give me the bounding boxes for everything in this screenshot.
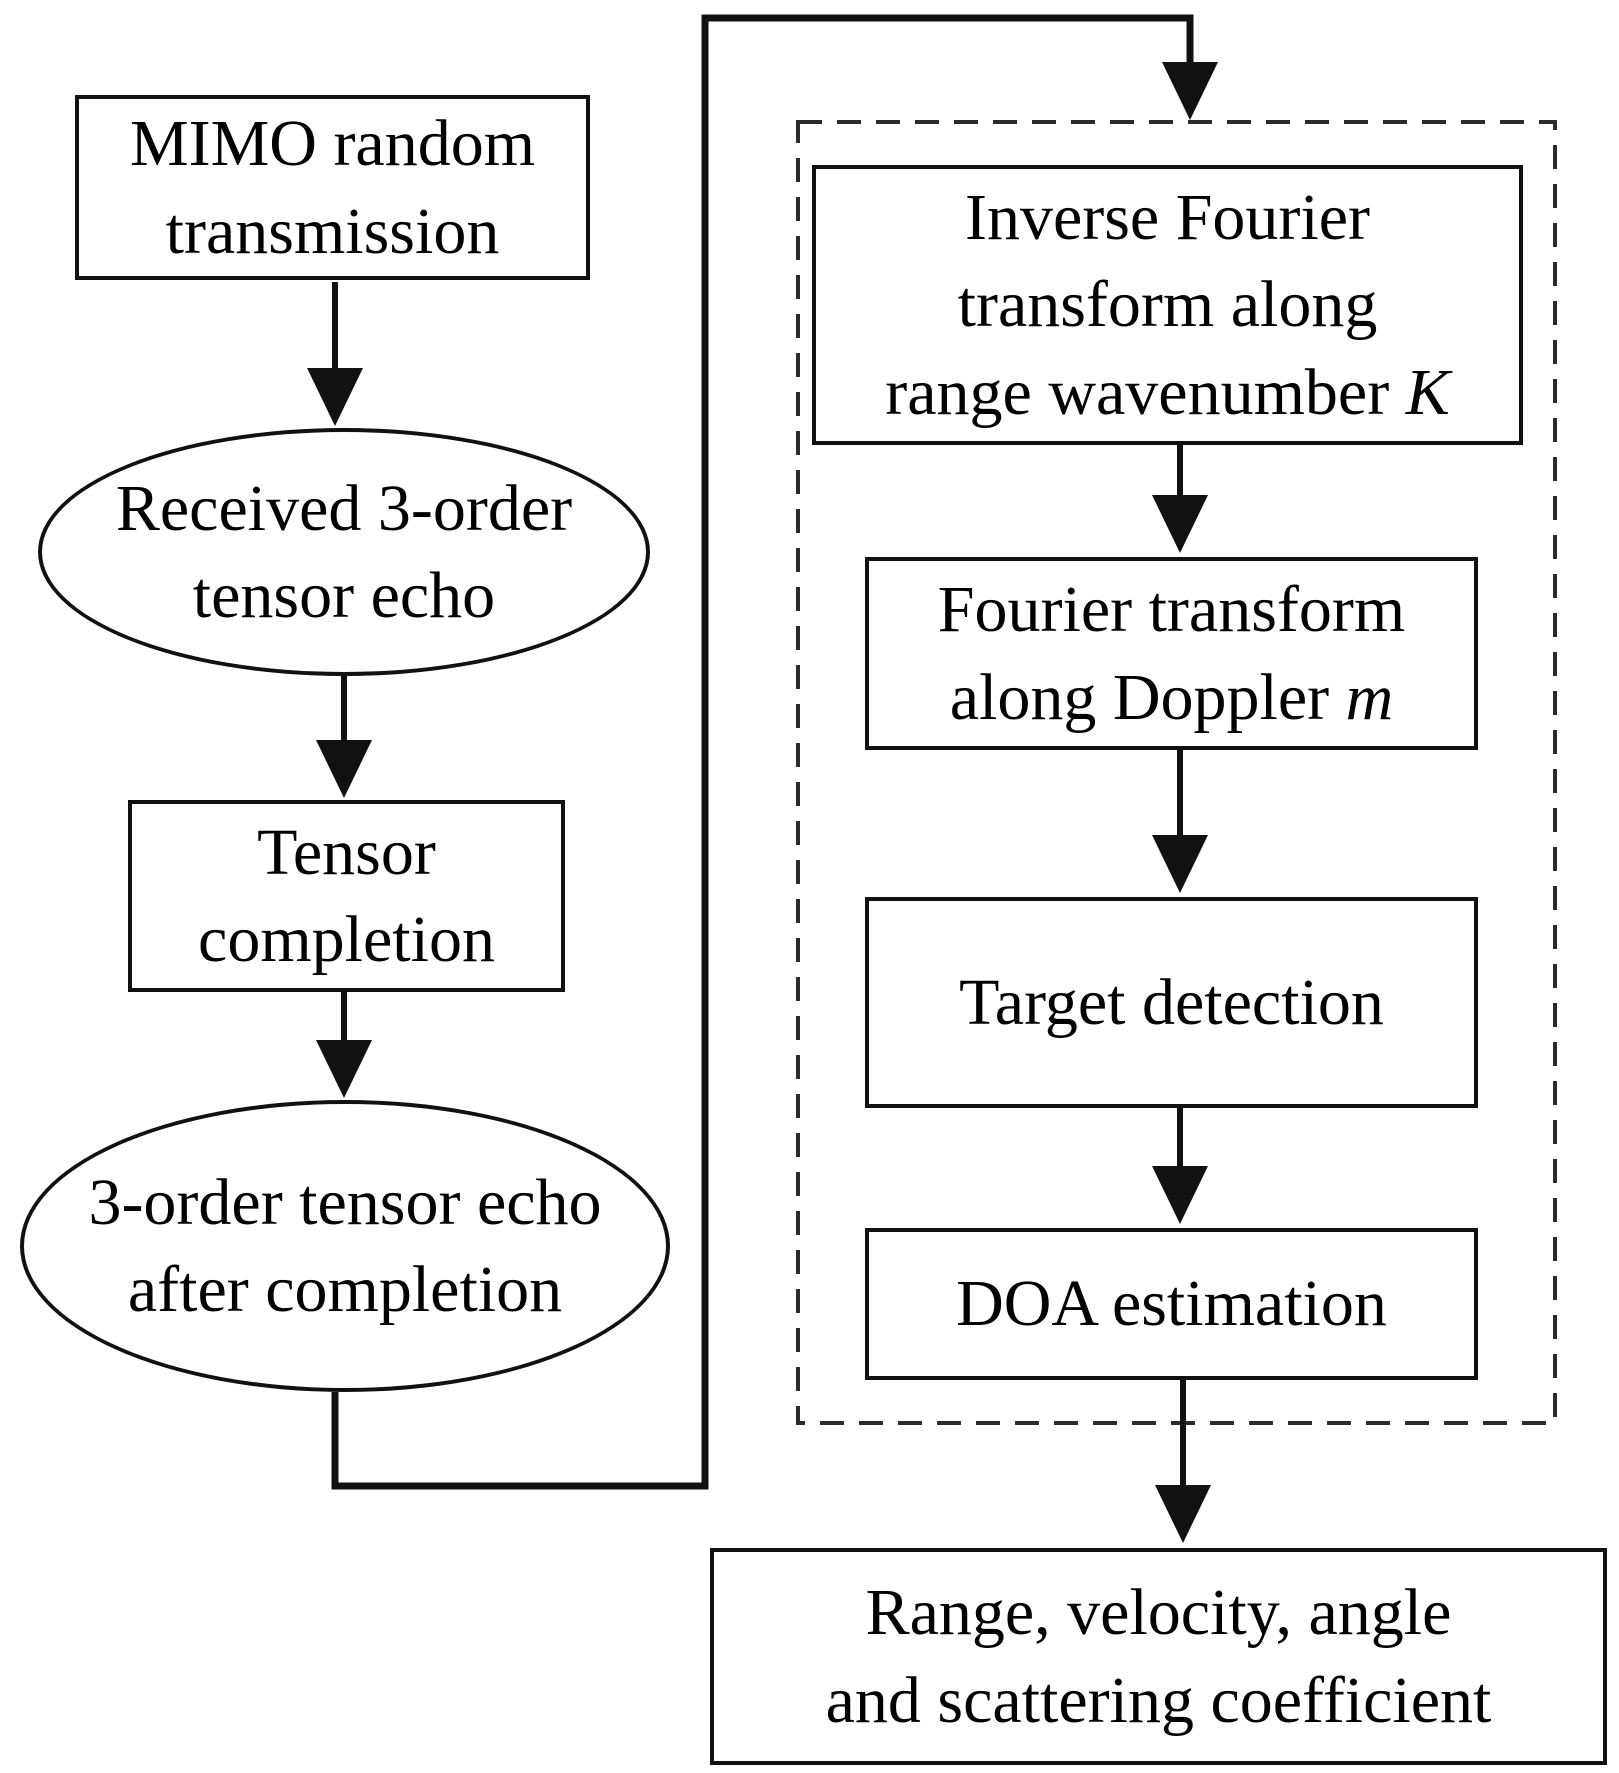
arrow-received-to-completion: [316, 676, 372, 798]
node-doa-estimation: DOA estimation: [865, 1228, 1478, 1380]
arrowhead-down-icon: [1162, 62, 1218, 120]
arrow-doa-to-output: [1155, 1380, 1211, 1543]
arrowhead-down-icon: [1155, 1485, 1211, 1543]
node-label-text: range wavenumber: [885, 355, 1406, 429]
node-label-line: along Doppler m: [950, 654, 1394, 741]
node-inverse-fourier-transform: Inverse Fourier transform along range wa…: [812, 165, 1523, 445]
node-label-line: 3-order tensor echo: [88, 1165, 602, 1239]
arrowhead-down-icon: [316, 1040, 372, 1098]
arrow-completion-to-completed-echo: [316, 992, 372, 1098]
node-label-line: Fourier transform: [937, 573, 1406, 647]
node-label-line: transform along: [957, 268, 1378, 342]
node-label-line: after completion: [127, 1253, 563, 1326]
node-label-text: along Doppler: [949, 660, 1346, 734]
node-label-line: transmission: [165, 194, 500, 268]
math-variable-k: K: [1405, 355, 1450, 429]
node-label-line: MIMO random: [129, 107, 536, 181]
node-label-line: Inverse Fourier: [964, 181, 1371, 255]
arrowhead-down-icon: [1152, 495, 1208, 553]
arrow-mimo-to-received: [307, 282, 363, 426]
node-label-line: Target detection: [959, 965, 1384, 1039]
arrow-doppler-to-detection: [1152, 750, 1208, 893]
arrowhead-down-icon: [307, 368, 363, 426]
node-mimo-random-transmission: MIMO random transmission: [75, 95, 590, 280]
arrowhead-down-icon: [316, 740, 372, 798]
node-tensor-completion: Tensor completion: [128, 800, 565, 992]
node-label-line: and scattering coefficient: [825, 1663, 1492, 1737]
node-label-line: Tensor: [257, 815, 436, 889]
node-output-parameters: Range, velocity, angle and scattering co…: [710, 1548, 1607, 1765]
node-label-line: Received 3-order: [115, 471, 573, 545]
arrow-inverse-to-doppler: [1152, 445, 1208, 553]
math-variable-m: m: [1345, 660, 1394, 734]
node-label-line: Range, velocity, angle: [865, 1576, 1452, 1650]
node-received-tensor-echo: Received 3-order tensor echo: [38, 428, 650, 676]
node-tensor-echo-after-completion: 3-order tensor echo after completion: [20, 1100, 670, 1392]
arrowhead-down-icon: [1152, 835, 1208, 893]
node-label-line: tensor echo: [192, 559, 496, 632]
node-label-line: completion: [198, 903, 495, 976]
node-target-detection: Target detection: [865, 897, 1478, 1108]
node-fourier-transform-doppler: Fourier transform along Doppler m: [865, 557, 1478, 750]
connector-completed-echo-to-inverse-fourier: [331, 14, 1218, 1490]
arrowhead-down-icon: [1152, 1166, 1208, 1224]
node-label-line: range wavenumber K: [885, 349, 1449, 436]
arrow-detection-to-doa: [1152, 1108, 1208, 1224]
dashed-group-border: [796, 120, 1557, 1425]
node-label-line: DOA estimation: [956, 1267, 1387, 1341]
